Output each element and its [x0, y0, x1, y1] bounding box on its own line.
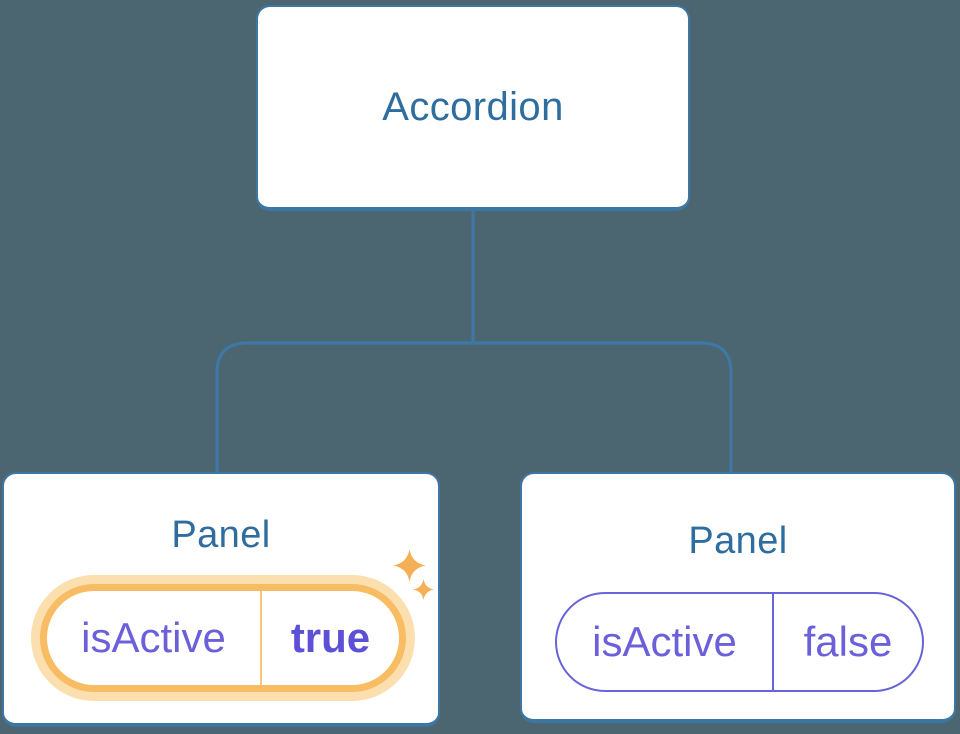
panel-title: Panel	[688, 520, 788, 562]
sparkle-icon-large	[393, 549, 426, 582]
sparkle-icon-small	[413, 579, 434, 600]
accordion-node: Accordion	[256, 5, 690, 211]
state-pill-active: isActive true	[40, 584, 406, 692]
panel-title: Panel	[171, 514, 271, 556]
state-name-label: isActive	[81, 614, 226, 661]
panel-node-active: Panel isActive true	[2, 472, 440, 727]
state-pill-inactive: isActive false	[555, 592, 924, 692]
panel-node-inactive: Panel isActive false	[520, 472, 956, 723]
state-value-label: true	[260, 591, 399, 685]
accordion-label: Accordion	[382, 84, 564, 129]
state-name-label: isActive	[592, 618, 737, 665]
state-value-label: false	[772, 594, 922, 690]
